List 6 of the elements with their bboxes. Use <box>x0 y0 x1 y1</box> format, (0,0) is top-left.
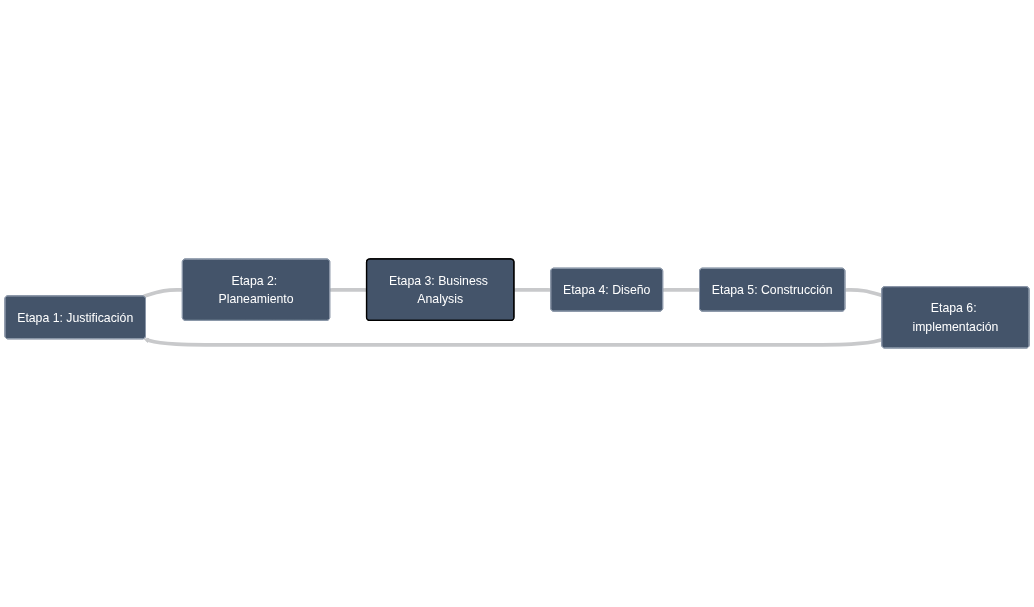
arrow <box>143 337 883 347</box>
connector <box>514 287 552 292</box>
connector <box>845 288 883 298</box>
connector <box>662 287 700 292</box>
connector <box>329 287 367 292</box>
connector <box>143 288 183 299</box>
